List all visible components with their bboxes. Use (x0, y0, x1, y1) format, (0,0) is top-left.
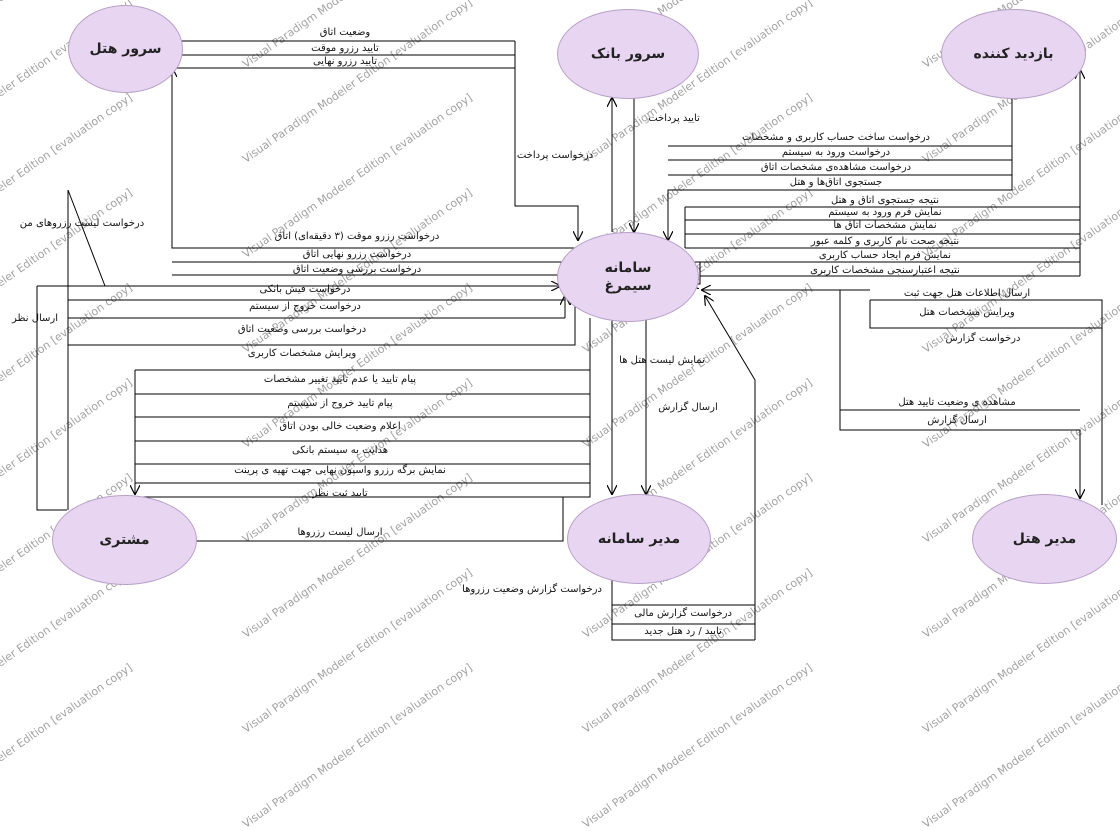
flow-label: ویرایش مشخصات هتل (919, 307, 1015, 318)
flow-label: اعلام وضعیت خالی بودن اتاق (279, 421, 401, 432)
flow-label: نتیجه اعتبارسنجی مشخصات کاربری (810, 265, 960, 276)
flow-label: درخواست لیست رزروهای من (19, 218, 145, 229)
entity-system: سامانه سیمرغ (557, 232, 699, 322)
flow-label: مشاهده ی وضعیت تایید هتل (898, 397, 1016, 408)
entity-bank-server: سرور بانک (557, 9, 699, 99)
entity-label: سرور بانک (590, 45, 666, 62)
watermark-text: Visual Paradigm Modeler Edition [evaluat… (240, 660, 475, 831)
entity-label: سرور هتل (89, 40, 162, 57)
flow-label: درخواست مشاهده‌ی مشخصات اتاق (760, 162, 912, 173)
entity-customer: مشتری (52, 495, 197, 585)
flow-label: درخواست پرداخت (516, 150, 594, 161)
flow-label: تایید ثبت نظر (312, 488, 368, 499)
entity-label: مدیر سامانه (597, 530, 681, 547)
flow-label: ارسال نظر (12, 313, 58, 324)
flow-label: ویرایش مشخصات کاربری (247, 348, 357, 359)
flow-label: تایید رزرو موقت (311, 43, 379, 54)
flow-label: ارسال اطلاعات هتل جهت ثبت (903, 288, 1031, 299)
flow-label: ارسال گزارش (658, 402, 718, 413)
flow-label: درخواست گزارش (945, 333, 1021, 344)
flow-label: نتیجه صحت نام کاربری و کلمه عبور (810, 236, 960, 247)
flow-label: پیام تایید یا عدم تایید تغییر مشخصات (263, 374, 417, 385)
flow-label: وضعیت اتاق (319, 27, 371, 38)
flow-label: درخواست گزارش وضعیت رزروها (462, 584, 602, 595)
entity-label: مدیر هتل (1012, 530, 1077, 547)
flow-label: تایید / رد هتل جدید (644, 626, 722, 637)
flow-label: درخواست بررسی وضعیت اتاق (237, 324, 367, 335)
flow-label: درخواست بررسی وضعیت اتاق (292, 264, 422, 275)
entity-hotel-manager: مدیر هتل (972, 494, 1117, 584)
watermark-text: Visual Paradigm Modeler Edition [evaluat… (580, 660, 815, 831)
flow-label: نتیجه جستجوی اتاق و هتل (831, 195, 939, 206)
entity-label: مشتری (99, 531, 150, 548)
flow-label: نمایش مشخصات اتاق ها (833, 220, 937, 231)
flow-label: نمایش برگه رزرو واسپون نهایی جهت تهیه ی … (234, 465, 446, 476)
flow-label: جستجوی اتاق‌ها و هتل (789, 177, 883, 188)
flow-label: درخواست گزارش مالی (634, 608, 732, 619)
flow-label: درخواست رزرو موقت (۳ دقیقه‌ای) اتاق (274, 231, 440, 242)
watermark-text: Visual Paradigm Modeler Edition [evaluat… (920, 661, 1120, 831)
flow-label: نمایش فرم ایجاد حساب کاربری (818, 250, 952, 261)
entity-hotel-server: سرور هتل (68, 5, 183, 93)
flow-label: ارسال گزارش (927, 415, 987, 426)
flow-label: درخواست ورود به سیستم (781, 147, 891, 158)
flow-label: درخواست ساخت حساب کاربری و مشخصات (742, 132, 930, 143)
flow-label: درخواست فیش بانکی (259, 284, 351, 295)
flow-label: پیام تایید خروج از سیستم (287, 398, 393, 409)
entity-label: سامانه سیمرغ (604, 259, 652, 294)
entity-label: بازدید کننده (973, 45, 1054, 62)
flow-label: تایید پرداخت (648, 113, 700, 124)
entity-visitor: بازدید کننده (941, 9, 1086, 99)
entity-system-admin: مدیر سامانه (567, 494, 711, 584)
flow-label: ارسال لیست رزروها (297, 527, 383, 538)
flow-label: درخواست رزرو نهایی اتاق (302, 249, 412, 260)
flow-label: درخواست خروج از سیستم (249, 301, 361, 312)
flow-label: تایید رزرو نهایی (312, 56, 378, 67)
flow-label: نمایش لیست هتل ها (619, 355, 705, 366)
flow-label: هدایت به سیستم بانکی (291, 445, 389, 456)
flow-label: نمایش فرم ورود به سیستم (828, 207, 942, 218)
watermark-text: Visual Paradigm Modeler Edition [evaluat… (0, 660, 135, 831)
